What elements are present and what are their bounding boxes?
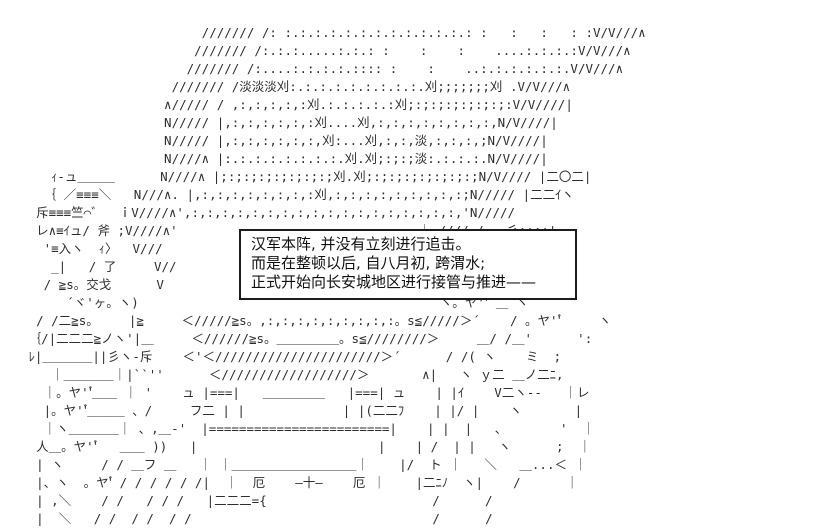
dialog-line-2: 而是在整顿以后, 自八月初, 跨渭水; xyxy=(251,254,486,272)
dialog-box: 汉军本阵, 并没有立刻进行追击。 而是在整顿以后, 自八月初, 跨渭水; 正式开… xyxy=(239,229,577,300)
dialog-line-3: 正式开始向长安城地区进行接管与推进—— xyxy=(251,273,537,291)
dialog-line-1: 汉军本阵, 并没有立刻进行追击。 xyxy=(251,235,471,253)
ascii-art: /////// /: :.:.:.:.:.:.:.:.:.:.:.:.: : :… xyxy=(28,25,646,526)
